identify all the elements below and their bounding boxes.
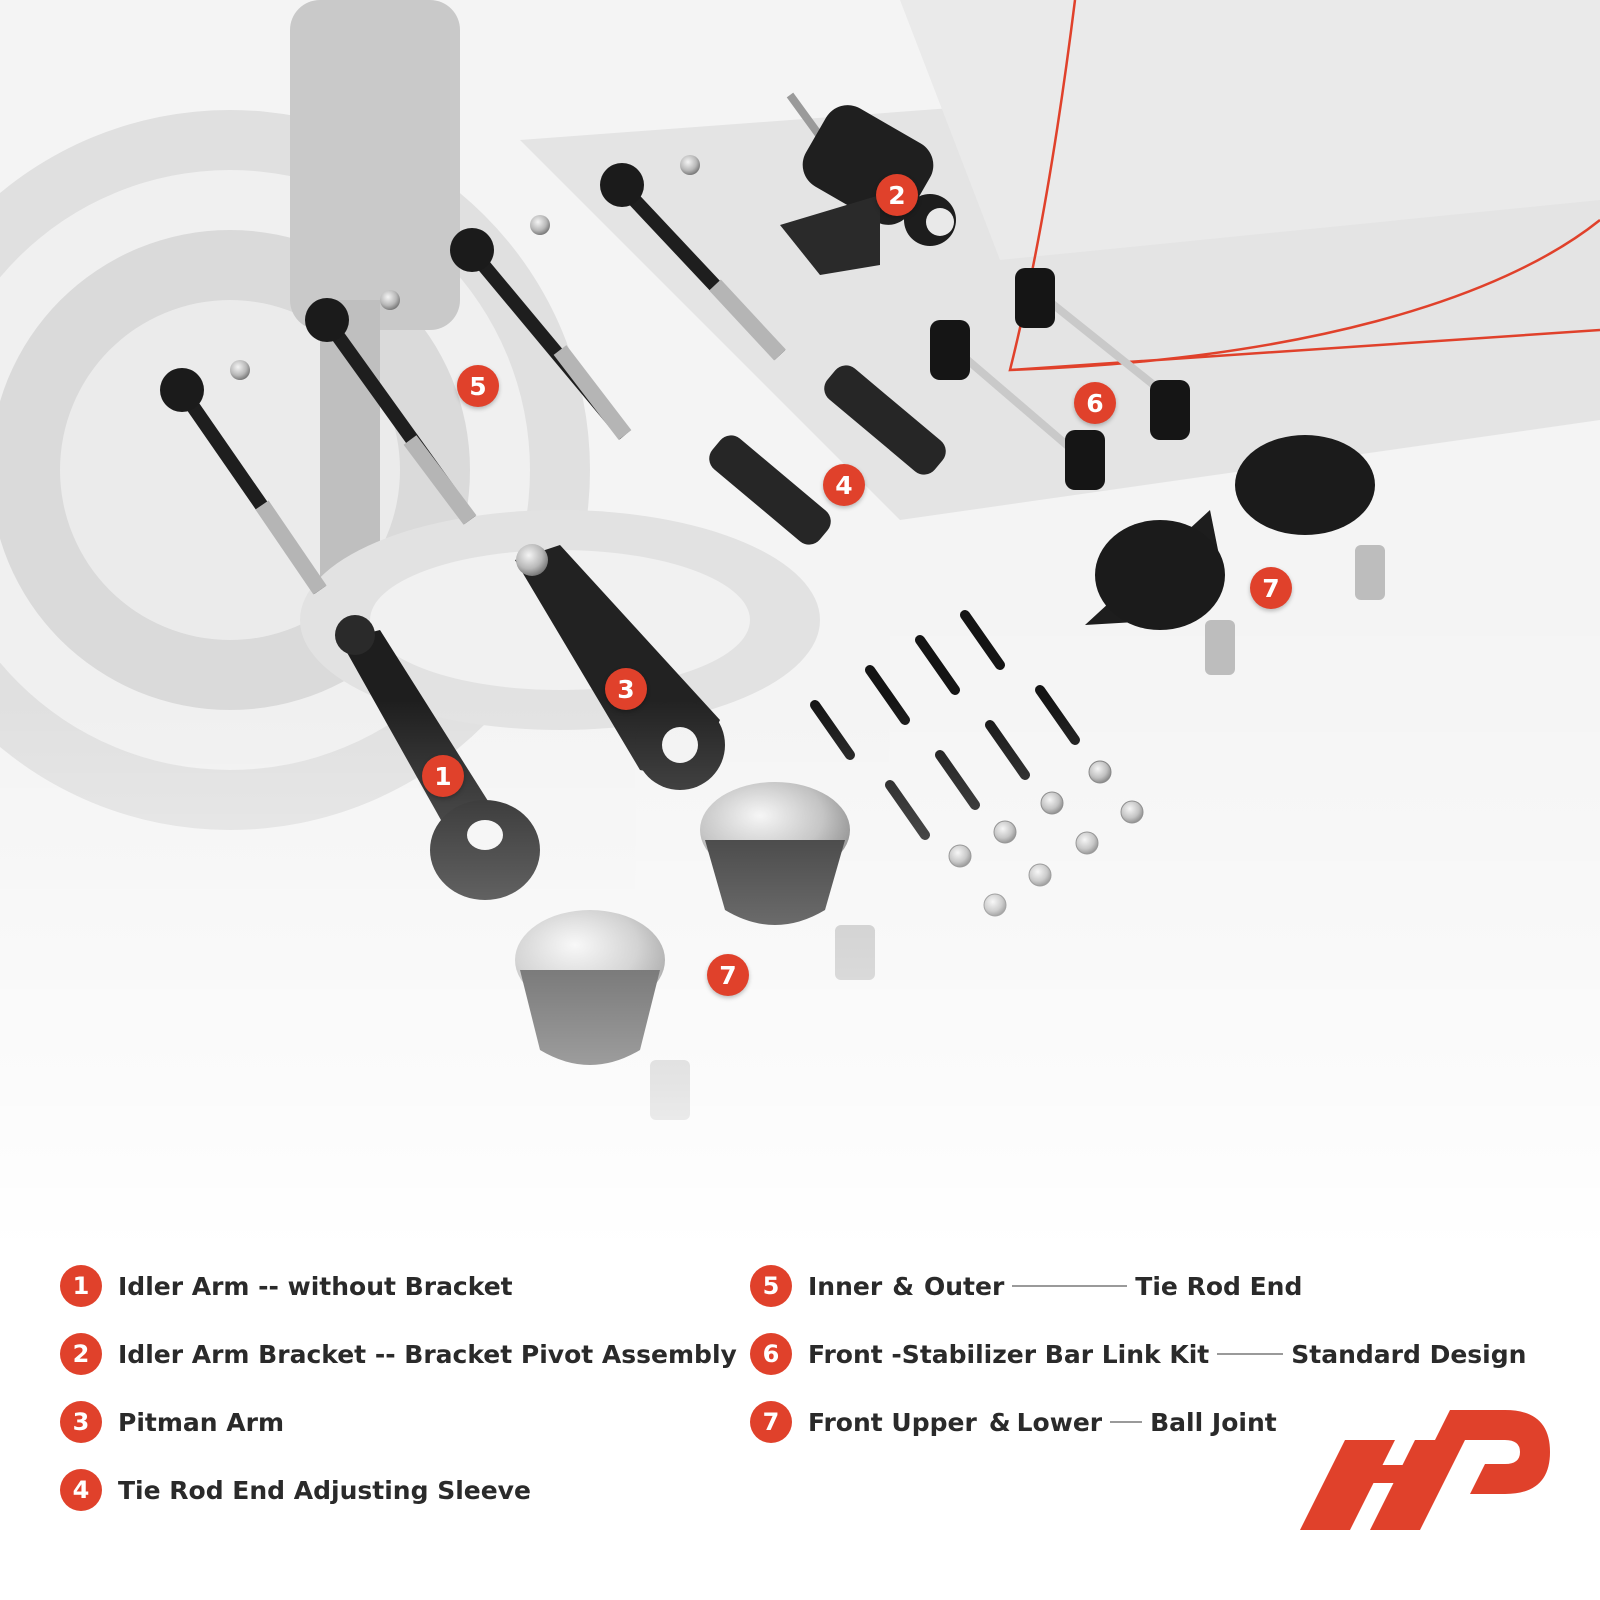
legend-item-4: 4 Tie Rod End Adjusting Sleeve <box>60 1467 531 1513</box>
legend-label: Pitman Arm <box>118 1407 284 1437</box>
legend-label: Idler Arm -- without Bracket <box>118 1271 513 1301</box>
badge-3: 3 <box>605 668 647 710</box>
logo-slash-b <box>1370 1440 1465 1530</box>
ap-brand-logo <box>1300 1410 1550 1530</box>
legend-number: 5 <box>750 1265 792 1307</box>
legend-number: 7 <box>750 1401 792 1443</box>
legend-label-c: Tie Rod End <box>1135 1271 1303 1301</box>
tie-rod-ends <box>160 155 786 595</box>
badge-1: 1 <box>422 755 464 797</box>
legend-item-6: 6 Front -Stabilizer Bar Link Kit Standar… <box>750 1331 1526 1377</box>
legend-number: 4 <box>60 1469 102 1511</box>
legend-label-b: Outer <box>924 1271 1005 1301</box>
legend-label-b: Lower <box>1016 1407 1103 1437</box>
legend-number: 6 <box>750 1333 792 1375</box>
legend-label: Tie Rod End Adjusting Sleeve <box>118 1475 531 1505</box>
legend-ampersand: & <box>988 1407 1011 1437</box>
legend-item-2: 2 Idler Arm Bracket -- Bracket Pivot Ass… <box>60 1331 737 1377</box>
legend-item-5: 5 Inner & Outer Tie Rod End <box>750 1263 1302 1309</box>
logo-letter-p <box>1435 1410 1550 1494</box>
legend-label-c: Ball Joint <box>1150 1407 1277 1437</box>
badge-7-left: 7 <box>707 954 749 996</box>
legend-item-7: 7 Front Upper & Lower Ball Joint <box>750 1399 1277 1445</box>
legend-label: Idler Arm Bracket -- Bracket Pivot Assem… <box>118 1339 737 1369</box>
badge-4: 4 <box>823 464 865 506</box>
badge-7-right: 7 <box>1250 567 1292 609</box>
legend-label-a: Inner <box>808 1271 883 1301</box>
legend-divider <box>1012 1285 1128 1287</box>
legend-number: 2 <box>60 1333 102 1375</box>
badge-6: 6 <box>1074 382 1116 424</box>
product-photo-scene <box>0 0 1600 1250</box>
legend-ampersand: & <box>892 1271 914 1301</box>
legend-item-1: 1 Idler Arm -- without Bracket <box>60 1263 513 1309</box>
legend-number: 3 <box>60 1401 102 1443</box>
legend-label-a: Front -Stabilizer Bar Link Kit <box>808 1339 1210 1369</box>
parts-legend: 1 Idler Arm -- without Bracket 2 Idler A… <box>0 1255 1600 1600</box>
adjusting-sleeves <box>709 365 946 545</box>
legend-item-3: 3 Pitman Arm <box>60 1399 284 1445</box>
legend-number: 1 <box>60 1265 102 1307</box>
legend-divider <box>1217 1353 1284 1355</box>
logo-slash-a <box>1300 1440 1395 1530</box>
legend-label-a: Front Upper <box>808 1407 977 1437</box>
stabilizer-bar-links <box>930 268 1190 490</box>
badge-5: 5 <box>457 365 499 407</box>
badge-2: 2 <box>876 174 918 216</box>
legend-divider <box>1110 1421 1143 1423</box>
legend-label-c: Standard Design <box>1291 1339 1527 1369</box>
